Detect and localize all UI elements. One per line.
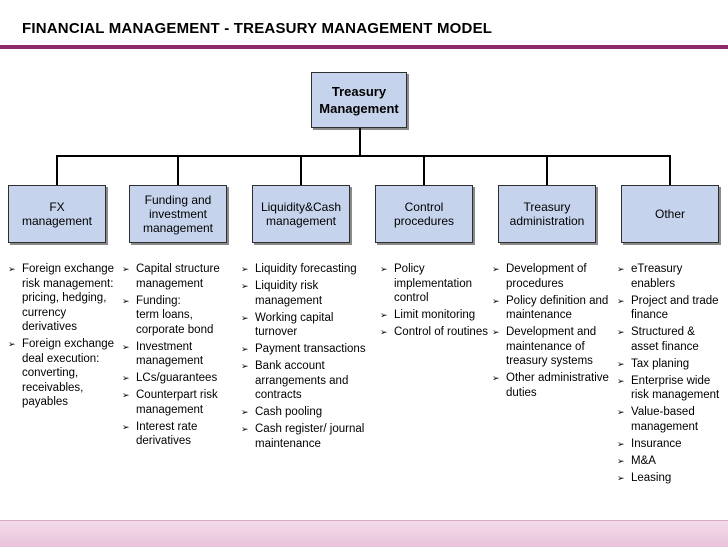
list-item: ➢Cash pooling [241, 406, 323, 418]
treasury-management-box: Treasury Management [311, 72, 407, 128]
list-item: ➢Other administrative duties [492, 372, 609, 399]
liquidity-cash-list: ➢Liquidity forecasting ➢Liquidity risk ma… [241, 262, 377, 454]
list-item: ➢Project and trade finance [617, 294, 719, 322]
right-arrow-bullet-icon: ➢ [380, 310, 388, 320]
right-arrow-bullet-icon: ➢ [241, 407, 249, 417]
right-arrow-bullet-icon: ➢ [380, 264, 388, 274]
right-arrow-bullet-icon: ➢ [380, 327, 388, 337]
right-arrow-bullet-icon: ➢ [122, 341, 130, 352]
list-item: ➢Liquidity risk management [241, 280, 323, 307]
right-arrow-bullet-icon: ➢ [617, 264, 625, 274]
list-item: ➢Value-based management [617, 406, 699, 433]
right-arrow-bullet-icon: ➢ [122, 295, 130, 306]
root-connector [359, 128, 361, 156]
right-arrow-bullet-icon: ➢ [617, 327, 625, 337]
list-item: ➢Policy definition and maintenance [492, 294, 609, 322]
list-item: ➢Investment management [122, 340, 204, 368]
root-label-line1: Treasury [331, 84, 387, 99]
list-item: ➢Interest rate derivatives [122, 420, 198, 448]
list-item: ➢Cash register/ journal maintenance [241, 423, 365, 450]
fx-management-list: ➢Foreign exchange risk management: prici… [8, 262, 116, 412]
horizontal-connector [57, 155, 669, 157]
right-arrow-bullet-icon: ➢ [241, 264, 249, 274]
fx-management-connector [56, 155, 58, 185]
list-item: ➢M&A [617, 454, 656, 467]
right-arrow-bullet-icon: ➢ [492, 327, 500, 337]
list-item: ➢Counterpart risk management [122, 389, 218, 416]
right-arrow-bullet-icon: ➢ [617, 472, 625, 483]
list-item: ➢Insurance [617, 437, 682, 450]
list-item: ➢Structured & asset finance [617, 326, 699, 353]
list-item: ➢Foreign exchange risk management: prici… [8, 263, 115, 333]
right-arrow-bullet-icon: ➢ [122, 373, 130, 383]
funding-investment-list: ➢Capital structure management ➢Funding:te… [122, 262, 234, 451]
right-arrow-bullet-icon: ➢ [8, 339, 16, 349]
treasury-administration-connector [546, 155, 548, 185]
treasury-administration-list: ➢Development of procedures ➢Policy defini… [492, 262, 612, 403]
right-arrow-bullet-icon: ➢ [122, 264, 130, 274]
right-arrow-bullet-icon: ➢ [241, 344, 249, 354]
root-label-line2: Management [319, 101, 399, 116]
right-arrow-bullet-icon: ➢ [241, 361, 249, 371]
list-item: ➢Working capital turnover [241, 311, 334, 339]
funding-investment-connector [177, 155, 179, 185]
list-item: ➢Policy implementation control [380, 263, 472, 304]
other-box: Other [621, 185, 719, 243]
list-item: ➢Bank account arrangements and contracts [241, 360, 349, 401]
control-procedures-connector [423, 155, 425, 185]
right-arrow-bullet-icon: ➢ [617, 375, 625, 386]
right-arrow-bullet-icon: ➢ [122, 421, 130, 432]
right-arrow-bullet-icon: ➢ [492, 264, 500, 274]
right-arrow-bullet-icon: ➢ [617, 455, 625, 466]
footer-band [0, 520, 728, 547]
other-label: Other [654, 207, 685, 221]
list-item: ➢Enterprise wide risk management [617, 374, 720, 402]
list-item: ➢Leasing [617, 471, 672, 484]
list-item: ➢LCs/guarantees [122, 372, 218, 384]
right-arrow-bullet-icon: ➢ [617, 407, 625, 417]
list-item: ➢Limit monitoring [380, 309, 476, 321]
right-arrow-bullet-icon: ➢ [617, 358, 625, 369]
page-title: FINANCIAL MANAGEMENT - TREASURY MANAGEME… [22, 20, 493, 37]
list-item: ➢Foreign exchange deal execution: conver… [8, 338, 115, 408]
list-item: ➢Funding:term loans, corporate bond [122, 294, 214, 336]
list-item: ➢Development and maintenance of treasury… [492, 326, 597, 367]
list-item: ➢Tax planing [617, 357, 690, 370]
list-item: ➢Liquidity forecasting [241, 263, 357, 275]
right-arrow-bullet-icon: ➢ [241, 281, 249, 291]
list-item: ➢Development of procedures [492, 263, 587, 290]
list-item: ➢Control of routines [380, 326, 488, 338]
control-procedures-list: ➢Policy implementation control ➢Limit mon… [380, 262, 488, 342]
right-arrow-bullet-icon: ➢ [122, 390, 130, 400]
list-item: ➢Capital structure management [122, 263, 220, 290]
right-arrow-bullet-icon: ➢ [8, 264, 16, 274]
list-item: ➢Payment transactions [241, 343, 366, 355]
right-arrow-bullet-icon: ➢ [617, 295, 625, 306]
right-arrow-bullet-icon: ➢ [617, 438, 625, 449]
liquidity-cash-connector [300, 155, 302, 185]
other-connector [669, 155, 671, 185]
right-arrow-bullet-icon: ➢ [492, 295, 500, 306]
list-item: ➢eTreasury enablers [617, 263, 683, 290]
right-arrow-bullet-icon: ➢ [492, 373, 500, 383]
other-list: ➢eTreasury enablers ➢Project and trade fi… [617, 262, 725, 488]
right-arrow-bullet-icon: ➢ [241, 312, 249, 323]
title-divider [0, 45, 728, 49]
right-arrow-bullet-icon: ➢ [241, 424, 249, 434]
